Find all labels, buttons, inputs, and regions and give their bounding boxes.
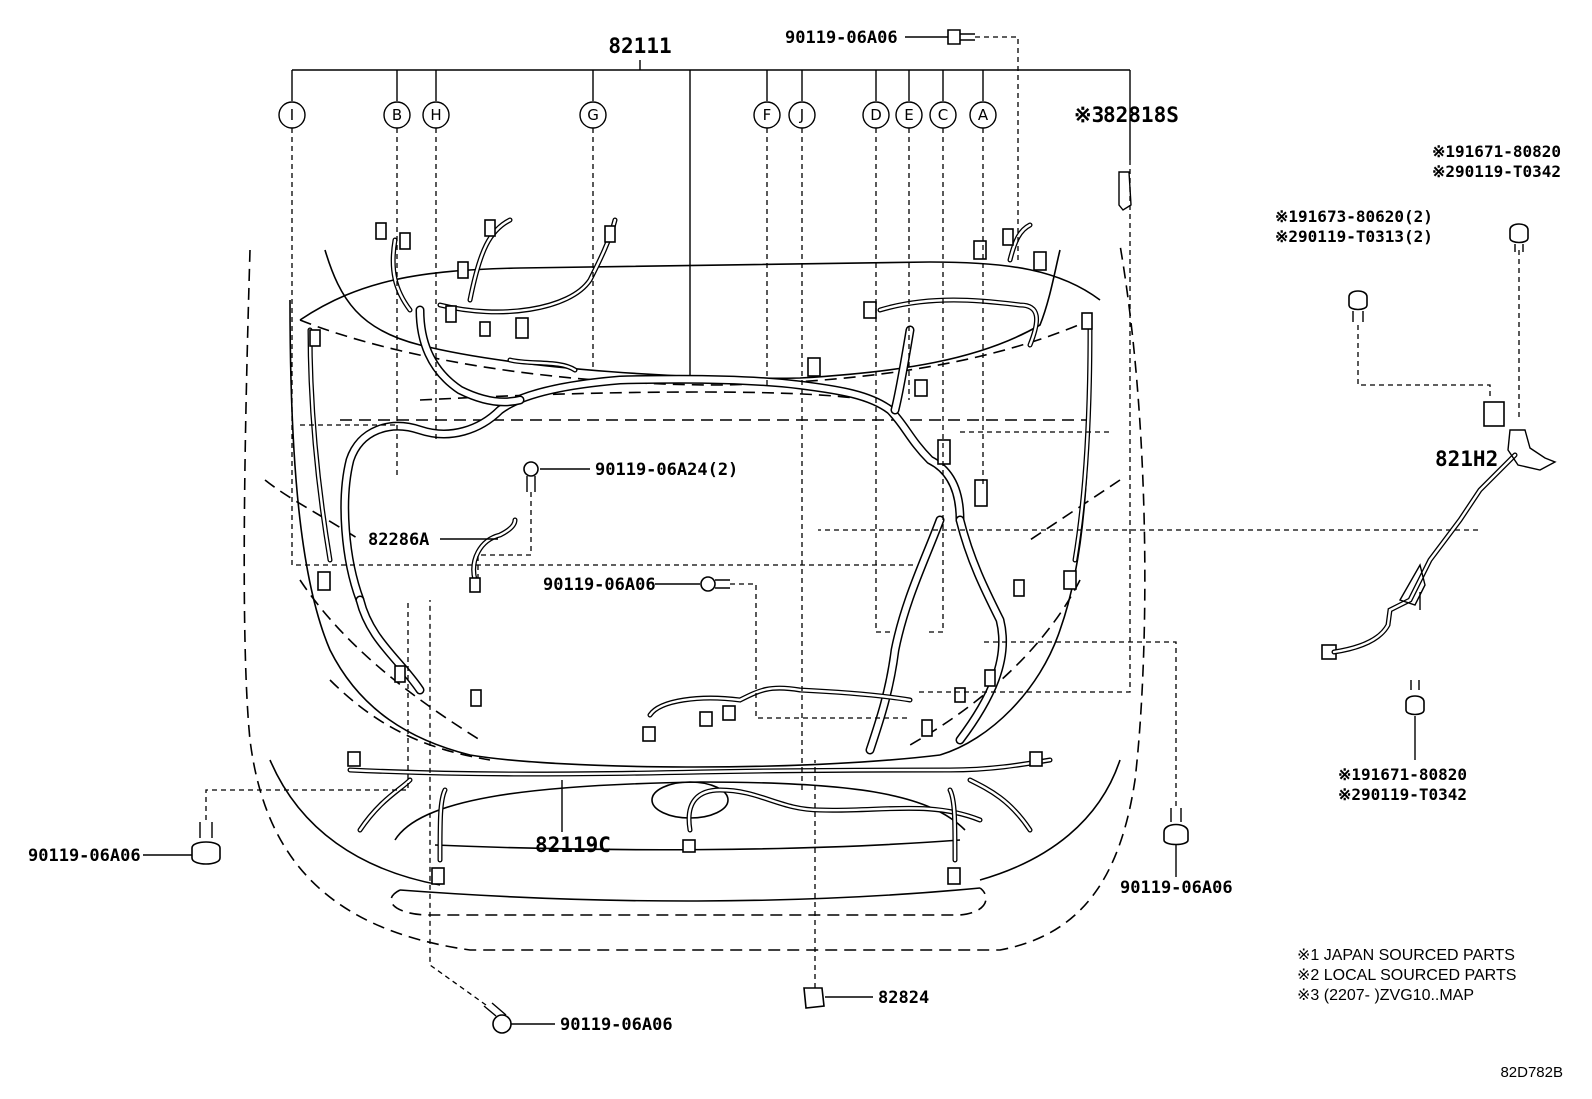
svg-text:※290119-T0342: ※290119-T0342 bbox=[1338, 785, 1467, 804]
callout-f: F bbox=[753, 101, 781, 129]
harness-connectors bbox=[309, 219, 1505, 885]
sensor-upper-left-bolt: ※191673-80620(2) ※290119-T0313(2) bbox=[1275, 207, 1433, 322]
relay-part-label: 82824 bbox=[878, 988, 929, 1008]
svg-text:A: A bbox=[978, 106, 989, 124]
main-harness-bundle bbox=[340, 305, 1008, 755]
sensor-part: ※3 82818S bbox=[1074, 103, 1179, 127]
top-bolt-label: 90119-06A06 bbox=[785, 28, 898, 48]
svg-text:※290119-T0342: ※290119-T0342 bbox=[1432, 162, 1561, 181]
callout-e: E bbox=[895, 101, 923, 129]
sensor-upper-right-bolt: ※191671-80820 ※290119-T0342 bbox=[1432, 142, 1561, 252]
secondary-wires bbox=[307, 217, 1093, 863]
cable-part-label: 82286A bbox=[368, 530, 429, 550]
svg-text:※191671-80820: ※191671-80820 bbox=[1338, 765, 1467, 784]
callout-c: C bbox=[929, 101, 957, 129]
svg-text:E: E bbox=[904, 106, 913, 124]
diagram-id: 82D782B bbox=[1500, 1064, 1563, 1081]
top-bolt: 90119-06A06 bbox=[785, 28, 1019, 260]
svg-text:B: B bbox=[392, 106, 402, 124]
callout-g: G bbox=[579, 101, 607, 129]
svg-text:H: H bbox=[430, 106, 441, 124]
sensor-wire-label: 821H2 bbox=[1435, 447, 1498, 471]
svg-text:D: D bbox=[870, 106, 882, 124]
legend-line-1: ※1 JAPAN SOURCED PARTS bbox=[1297, 947, 1515, 964]
callout-a: A bbox=[969, 101, 997, 129]
bottom-bolt-label: 90119-06A06 bbox=[560, 1015, 673, 1035]
bottom-bolt: 90119-06A06 bbox=[429, 600, 673, 1035]
left-bolt: 90119-06A06 bbox=[28, 600, 409, 866]
sensor-part-label: 82818S bbox=[1103, 103, 1179, 127]
cable-part: 82286A bbox=[368, 530, 498, 593]
legend: ※1 JAPAN SOURCED PARTS ※2 LOCAL SOURCED … bbox=[1297, 947, 1516, 1004]
callout-i: I bbox=[278, 101, 306, 129]
relay-part: 82824 bbox=[803, 760, 929, 1009]
legend-line-3: ※3 (2207- )ZVG10..MAP bbox=[1297, 987, 1474, 1004]
svg-text:C: C bbox=[938, 106, 948, 124]
svg-text:I: I bbox=[290, 106, 294, 124]
callout-d: D bbox=[862, 101, 890, 129]
main-harness-label: 82111 bbox=[608, 34, 671, 58]
svg-text:F: F bbox=[763, 106, 772, 124]
svg-text:※290119-T0313(2): ※290119-T0313(2) bbox=[1275, 227, 1433, 246]
main-harness-callout-bracket: 82111 bbox=[291, 34, 1132, 375]
right-bolt: 90119-06A06 bbox=[980, 641, 1233, 898]
svg-text:G: G bbox=[587, 106, 599, 124]
sensor-wire-assembly: 821H2 bbox=[818, 250, 1557, 655]
center-bolt-label: 90119-06A24(2) bbox=[595, 460, 738, 480]
svg-text:※191673-80620(2): ※191673-80620(2) bbox=[1275, 207, 1433, 226]
callout-letters: I B H G F J D E bbox=[278, 101, 997, 129]
center-bolt: 90119-06A24(2) bbox=[477, 460, 738, 585]
svg-text:※191671-80820: ※191671-80820 bbox=[1432, 142, 1561, 161]
callout-h: H bbox=[422, 101, 450, 129]
legend-line-2: ※2 LOCAL SOURCED PARTS bbox=[1297, 967, 1516, 984]
right-bolt-label: 90119-06A06 bbox=[1120, 878, 1233, 898]
bracket-harness: 82119C bbox=[535, 780, 611, 857]
callout-b: B bbox=[383, 101, 411, 129]
callout-leader-lines bbox=[291, 128, 1131, 790]
callout-j: J bbox=[788, 101, 816, 129]
mid-bolt: 90119-06A06 bbox=[543, 575, 910, 719]
mid-bolt-label: 90119-06A06 bbox=[543, 575, 656, 595]
sensor-lower-bolt: ※191671-80820 ※290119-T0342 bbox=[1338, 680, 1467, 804]
vehicle-body-outline bbox=[243, 244, 1146, 951]
left-bolt-label: 90119-06A06 bbox=[28, 846, 141, 866]
sensor-part-prefix: ※3 bbox=[1074, 103, 1104, 127]
bracket-harness-label: 82119C bbox=[535, 833, 611, 857]
svg-text:J: J bbox=[799, 106, 804, 124]
